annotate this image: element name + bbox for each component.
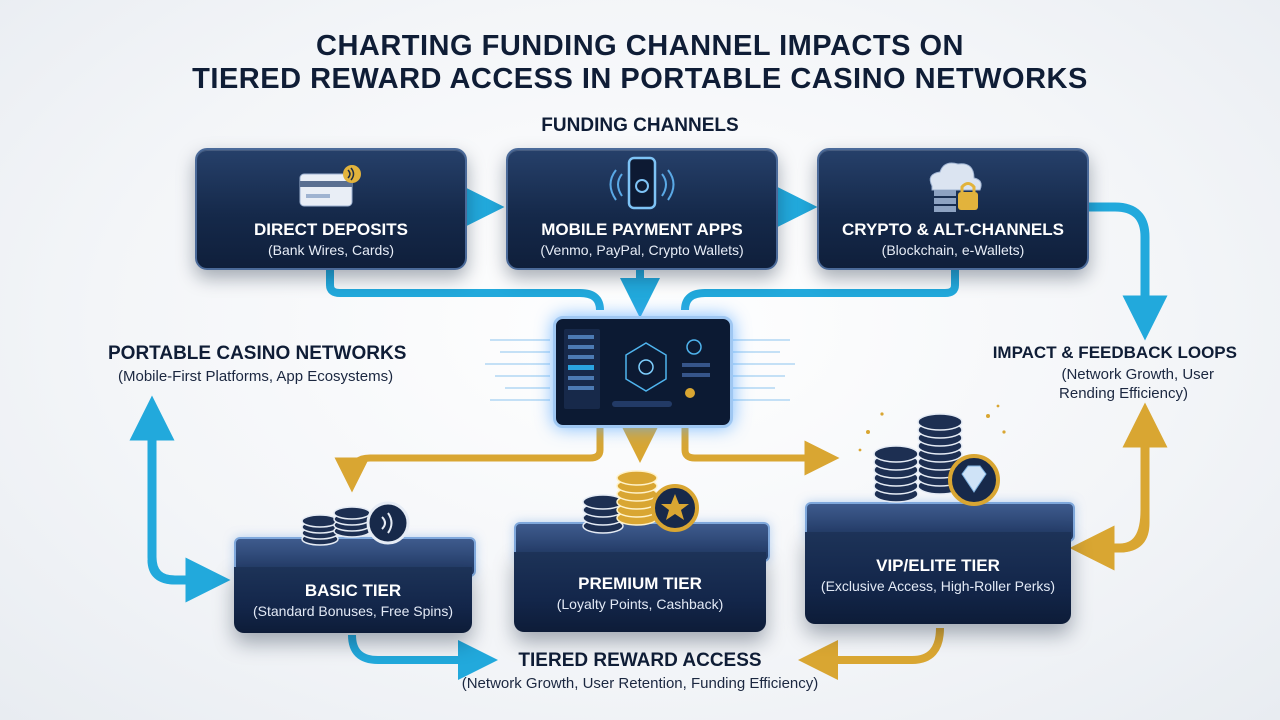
chip-stack-star-icon: [582, 470, 699, 534]
tier-desc: (Standard Bonuses, Free Spins): [253, 603, 453, 619]
card-desc: (Blockchain, e-Wallets): [881, 242, 1025, 258]
tier-name: VIP/ELITE TIER: [876, 556, 1000, 575]
arrow-crypto-to-feedback: [1086, 202, 1168, 341]
tier-name: BASIC TIER: [304, 581, 402, 600]
arrow-basic-to-reward: [348, 634, 498, 680]
card-mobile-payment-apps: MOBILE PAYMENT APPS (Venmo, PayPal, Cryp…: [506, 148, 778, 270]
card-name: MOBILE PAYMENT APPS: [541, 220, 743, 239]
tier-desc: (Exclusive Access, High-Roller Perks): [820, 578, 1056, 594]
arrow-feedback-to-vip: [1069, 509, 1150, 571]
funding-channels-label: FUNDING CHANNELS: [541, 115, 739, 136]
arrow-device-to-basic: [334, 425, 604, 493]
page-title-line-1: CHARTING FUNDING CHANNEL IMPACTS ON: [316, 30, 964, 62]
arrow-basic-to-networks: [129, 395, 218, 585]
portable-casino-networks-label: PORTABLE CASINO NETWORKS: [108, 343, 407, 364]
card-name: DIRECT DEPOSITS: [254, 220, 408, 239]
page-title-line-2: TIERED REWARD ACCESS IN PORTABLE CASINO …: [192, 63, 1088, 95]
tier-name: PREMIUM TIER: [578, 574, 702, 593]
card-desc: (Bank Wires, Cards): [267, 242, 395, 258]
tier-vip-elite: VIP/ELITE TIER (Exclusive Access, High-R…: [805, 502, 1075, 624]
feedback-loops-desc-2: Rending Efficiency): [1059, 385, 1188, 402]
tier-premium: PREMIUM TIER (Loyalty Points, Cashback): [514, 522, 770, 632]
tier-basic: BASIC TIER (Standard Bonuses, Free Spins…: [234, 537, 476, 633]
arrow-deposits-to-device: [326, 268, 604, 311]
portable-casino-networks-desc: (Mobile-First Platforms, App Ecosystems): [118, 368, 394, 385]
feedback-loops-desc-1: (Network Growth, User: [1061, 366, 1214, 383]
circuit-lines: [485, 339, 795, 401]
card-name: CRYPTO & ALT-CHANNELS: [842, 220, 1064, 239]
arrow-vip-to-reward: [798, 627, 944, 680]
tiered-reward-access-label: TIERED REWARD ACCESS: [518, 650, 762, 671]
credit-card-icon: [299, 165, 361, 207]
arrow-vip-to-feedback: [1085, 402, 1168, 553]
arrow-device-to-vip: [681, 425, 840, 476]
feedback-loops-label: IMPACT & FEEDBACK LOOPS: [992, 343, 1237, 362]
card-desc: (Venmo, PayPal, Crypto Wallets): [540, 242, 744, 258]
card-crypto-alt-channels: CRYPTO & ALT-CHANNELS (Blockchain, e-Wal…: [817, 148, 1089, 270]
tiered-reward-access-desc: (Network Growth, User Retention, Funding…: [461, 675, 819, 692]
arrow-networks-to-basic: [147, 557, 231, 603]
smartphone-nfc-icon: [609, 156, 675, 210]
cloud-lock-icon: [929, 162, 982, 212]
card-direct-deposits: DIRECT DEPOSITS (Bank Wires, Cards): [195, 148, 467, 270]
dashboard-screen-icon: [564, 329, 710, 409]
arrow-crypto-to-device: [681, 268, 959, 311]
chip-stack-diamond-icon: [858, 404, 1006, 506]
tier-desc: (Loyalty Points, Cashback): [556, 596, 724, 612]
chip-stack-icon: [301, 501, 410, 546]
central-platform-device: [553, 316, 733, 428]
